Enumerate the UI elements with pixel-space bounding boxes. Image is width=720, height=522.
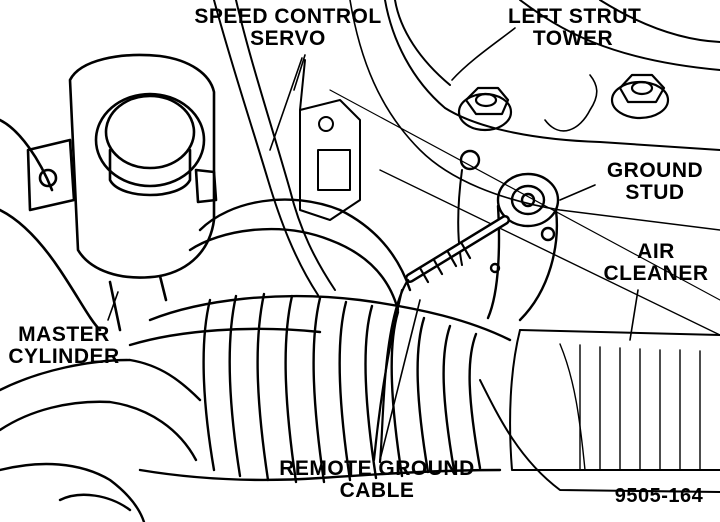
- strut-bolt-right: [610, 73, 670, 120]
- air-cleaner-housing: [479, 329, 720, 493]
- air-cleaner-label: AIR CLEANER: [600, 241, 712, 285]
- leader-air-cleaner: [629, 289, 639, 341]
- remote-ground-cable-label-line2: CABLE: [339, 479, 415, 502]
- master-cylinder-label: MASTER CYLINDER: [0, 324, 128, 368]
- left-strut-tower-label-line2: TOWER: [532, 27, 614, 50]
- air-cleaner-label-line1: AIR: [637, 240, 675, 263]
- master-cylinder-label-line2: CYLINDER: [8, 345, 120, 368]
- remote-ground-cable-label-line1: REMOTE GROUND: [279, 457, 475, 480]
- ground-stud-label-line2: STUD: [625, 181, 685, 204]
- air-cleaner-label-line2: CLEANER: [603, 262, 709, 285]
- left-strut-tower-label: LEFT STRUT TOWER: [508, 5, 642, 50]
- remote-ground-cable: [372, 215, 510, 464]
- speed-control-servo-label-line2: SERVO: [250, 27, 326, 50]
- speed-control-servo-label: SPEED CONTROL SERVO: [192, 6, 384, 50]
- leader-remote-ground-cable: [379, 299, 421, 461]
- ground-stud-label-line1: GROUND: [606, 159, 704, 182]
- strut-bolt-left: [457, 86, 513, 132]
- master-cylinder-label-line1: MASTER: [18, 323, 110, 346]
- ground-stud: [457, 149, 560, 322]
- leader-left-strut-tower: [451, 27, 516, 81]
- speed-control-servo-label-line1: SPEED CONTROL: [194, 5, 382, 28]
- figure-number: 9505-164: [614, 485, 704, 507]
- leader-lines: [107, 27, 639, 461]
- leader-ground-stud: [559, 184, 596, 201]
- speed-control-servo: [213, 0, 361, 296]
- leader-speed-control-servo: [269, 54, 306, 151]
- leader-master-cylinder: [107, 291, 119, 321]
- leader-loop: [544, 74, 598, 132]
- left-strut-tower-label-line1: LEFT STRUT: [508, 5, 642, 28]
- master-cylinder: [0, 53, 218, 332]
- remote-ground-cable-label: REMOTE GROUND CABLE: [272, 458, 482, 502]
- ground-stud-label: GROUND STUD: [590, 160, 720, 204]
- air-intake-hose: [0, 198, 512, 522]
